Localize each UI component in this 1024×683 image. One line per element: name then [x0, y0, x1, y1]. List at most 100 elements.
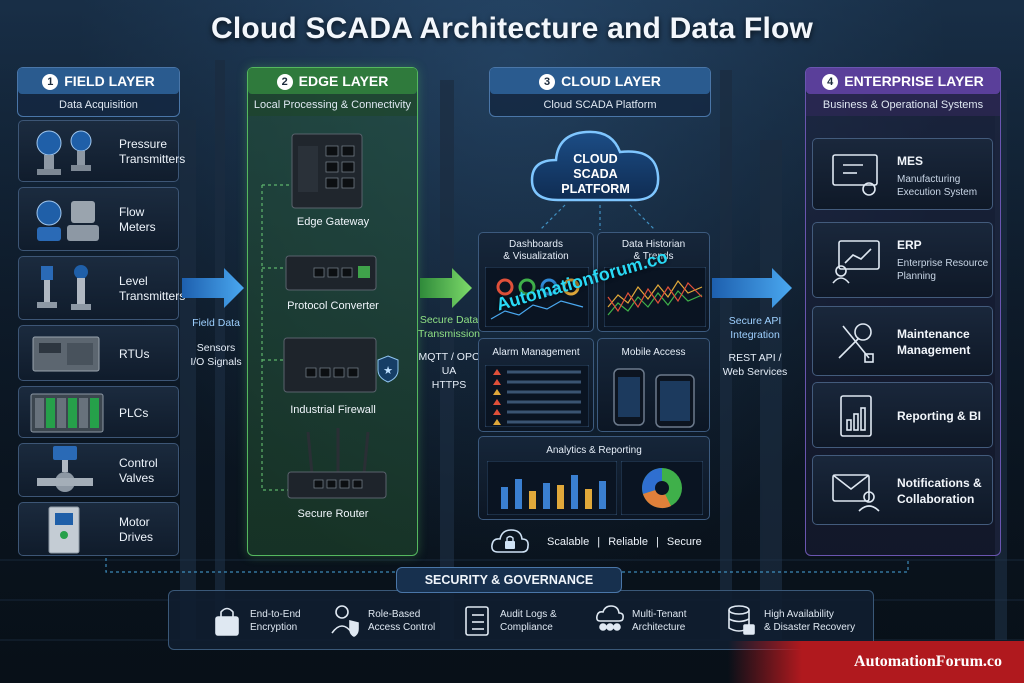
field-device-card: RTUs: [18, 325, 179, 381]
edge-device-label: Edge Gateway: [248, 216, 418, 228]
alarm-management-card: Alarm Management: [478, 338, 594, 432]
security-item-label: Role-Based Access Control: [368, 608, 435, 634]
rtu-icon: [27, 327, 107, 381]
layer-name: EDGE LAYER: [299, 73, 389, 89]
flow-meter-icon: [27, 193, 107, 247]
analytics-reporting-card: Analytics & Reporting: [478, 436, 710, 520]
tagline-scalable: Scalable: [547, 536, 589, 548]
layer-number: 4: [822, 74, 838, 90]
field-device-card: Flow Meters: [18, 187, 179, 251]
layer-number: 1: [42, 74, 58, 90]
maintenance-icon: [829, 318, 885, 366]
protocol-converter-icon: [284, 250, 379, 295]
field-device-label: Control Valves: [119, 456, 158, 486]
footer-brand: AutomationForum.co: [728, 641, 1024, 683]
field-flow-desc: Sensors I/O Signals: [186, 341, 246, 369]
security-item-label: Multi-Tenant Architecture: [632, 608, 686, 634]
pie-chart-icon: [621, 461, 703, 515]
card-title: Dashboards & Visualization: [479, 239, 593, 263]
field-device-label: Pressure Transmitters: [119, 137, 185, 167]
field-flow-title: Field Data: [186, 316, 246, 330]
edge-device-label: Secure Router: [248, 508, 418, 520]
cloud-flow-desc: REST API / Web Services: [722, 351, 788, 379]
enterprise-system-card: Notifications & Collaboration: [812, 455, 993, 525]
plc-icon: [27, 386, 107, 440]
layer-number: 2: [277, 74, 293, 90]
field-layer-header: 1 FIELD LAYER: [18, 68, 179, 94]
edge-flow-title: Secure Data Transmission: [416, 313, 482, 341]
svg-text:★: ★: [383, 365, 393, 377]
security-item-label: End-to-End Encryption: [250, 608, 301, 634]
bar-chart-icon: [487, 461, 617, 515]
edge-gateway-icon: [290, 132, 365, 212]
edge-device-label: Industrial Firewall: [248, 404, 418, 416]
enterprise-system-card: Maintenance Management: [812, 306, 993, 376]
enterprise-system-card: MES Manufacturing Execution System: [812, 138, 993, 210]
database-lock-icon: [726, 603, 756, 637]
enterprise-system-card: ERP Enterprise Resource Planning: [812, 222, 993, 298]
layer-name: FIELD LAYER: [64, 73, 155, 89]
field-to-edge-arrow: [182, 268, 244, 308]
page-title: Cloud SCADA Architecture and Data Flow: [0, 12, 1024, 46]
enterprise-system-title: Maintenance Management: [897, 326, 970, 358]
mes-icon: [829, 151, 885, 199]
card-title: Analytics & Reporting: [479, 445, 709, 457]
edge-device-label: Protocol Converter: [248, 300, 418, 312]
cloud-to-enterprise-arrow: [712, 268, 792, 308]
erp-icon: [829, 237, 885, 285]
secure-router-icon: [282, 426, 392, 502]
enterprise-system-desc: Enterprise Resource Planning: [897, 257, 992, 283]
field-device-card: Control Valves: [18, 443, 179, 497]
edge-layer-header: 2 EDGE LAYER: [248, 68, 417, 94]
pressure-transmitter-icon: [27, 125, 107, 179]
field-device-card: PLCs: [18, 386, 179, 438]
enterprise-layer-sub: Business & Operational Systems: [806, 94, 1000, 116]
layer-name: ENTERPRISE LAYER: [844, 73, 984, 89]
control-valve-icon: [27, 444, 107, 498]
enterprise-layer-header: 4 ENTERPRISE LAYER: [806, 68, 1000, 94]
field-device-label: RTUs: [119, 347, 149, 362]
cloud-layer-sub: Cloud SCADA Platform: [490, 94, 710, 116]
security-title: SECURITY & GOVERNANCE: [396, 567, 622, 593]
enterprise-system-card: Reporting & BI: [812, 382, 993, 448]
edge-to-cloud-arrow: [420, 268, 472, 308]
cloud-platform-label: CLOUD SCADA PLATFORM: [548, 152, 643, 197]
multi-tenant-icon: [594, 603, 624, 637]
edge-layer-sub: Local Processing & Connectivity: [248, 94, 417, 116]
user-shield-icon: [330, 603, 360, 637]
tagline-secure: Secure: [667, 536, 702, 548]
security-item-label: Audit Logs & Compliance: [500, 608, 557, 634]
enterprise-system-title: Notifications & Collaboration: [897, 475, 982, 507]
industrial-firewall-icon: ★: [282, 336, 402, 396]
lock-icon: [212, 603, 242, 637]
field-device-label: Motor Drives: [119, 515, 153, 545]
alarm-table-icon: [485, 365, 589, 427]
level-transmitter-icon: [27, 262, 107, 316]
field-device-card: Motor Drives: [18, 502, 179, 556]
enterprise-system-title: Reporting & BI: [897, 408, 981, 424]
notifications-icon: [829, 467, 885, 515]
cloud-flow-title: Secure API Integration: [722, 314, 788, 342]
cloud-layer-header: 3 CLOUD LAYER: [490, 68, 710, 94]
card-title: Alarm Management: [479, 347, 593, 359]
tagline-reliable: Reliable: [608, 536, 648, 548]
clipboard-icon: [462, 603, 492, 637]
field-layer-sub: Data Acquisition: [18, 94, 179, 116]
layer-name: CLOUD LAYER: [561, 73, 661, 89]
reporting-icon: [829, 392, 885, 440]
layer-number: 3: [539, 74, 555, 90]
field-device-label: Flow Meters: [119, 205, 156, 235]
card-title: Mobile Access: [598, 347, 709, 359]
cloud-tagline: Scalable | Reliable | Secure: [547, 536, 702, 548]
enterprise-system-title: ERP: [897, 237, 922, 253]
mobile-access-card: Mobile Access: [597, 338, 710, 432]
field-device-card: Level Transmitters: [18, 256, 179, 320]
enterprise-system-title: MES: [897, 153, 923, 169]
edge-flow-desc: MQTT / OPC UA HTTPS: [416, 350, 482, 392]
field-device-card: Pressure Transmitters: [18, 120, 179, 182]
field-device-label: PLCs: [119, 406, 148, 421]
mobile-phone-icon: [612, 367, 698, 429]
motor-drive-icon: [27, 503, 107, 557]
security-item-label: High Availability & Disaster Recovery: [764, 608, 855, 634]
enterprise-system-desc: Manufacturing Execution System: [897, 173, 992, 199]
